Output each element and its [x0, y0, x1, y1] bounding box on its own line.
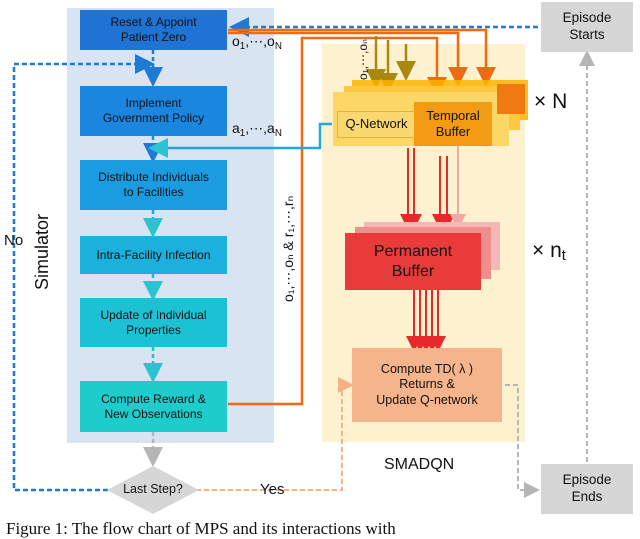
actions-label: a1,⋯,aN: [232, 120, 282, 139]
simulator-panel: [67, 8, 274, 443]
simulator-label: Simulator: [32, 213, 52, 290]
smadqn-label: SMADQN: [384, 456, 455, 473]
last-step-label: Last Step?: [123, 482, 183, 496]
step-compute-reward: Compute Reward &New Observations: [80, 381, 227, 432]
last-step-diamond: [107, 466, 199, 514]
observations-label: o1,⋯,oN: [232, 33, 282, 52]
times-nt-label: × nt: [532, 239, 566, 264]
compute-td-box: Compute TD( λ )Returns &Update Q-network: [352, 348, 502, 422]
no-label: No: [4, 232, 24, 249]
q-network-box: Q-Network: [337, 111, 416, 138]
yes-label: Yes: [260, 481, 285, 498]
agent-copy-orange-back: [497, 84, 525, 114]
step-intra-facility-infection: Intra-Facility Infection: [80, 236, 227, 274]
obs-top-label: o₁,⋯,oₙ: [356, 39, 370, 80]
times-n-label: × N: [534, 90, 568, 113]
figure-caption: Figure 1: The flow chart of MPS and its …: [6, 519, 396, 538]
obs-rewards-label: o₁,⋯,oₙ & r₁,⋯,rₙ: [280, 195, 296, 302]
